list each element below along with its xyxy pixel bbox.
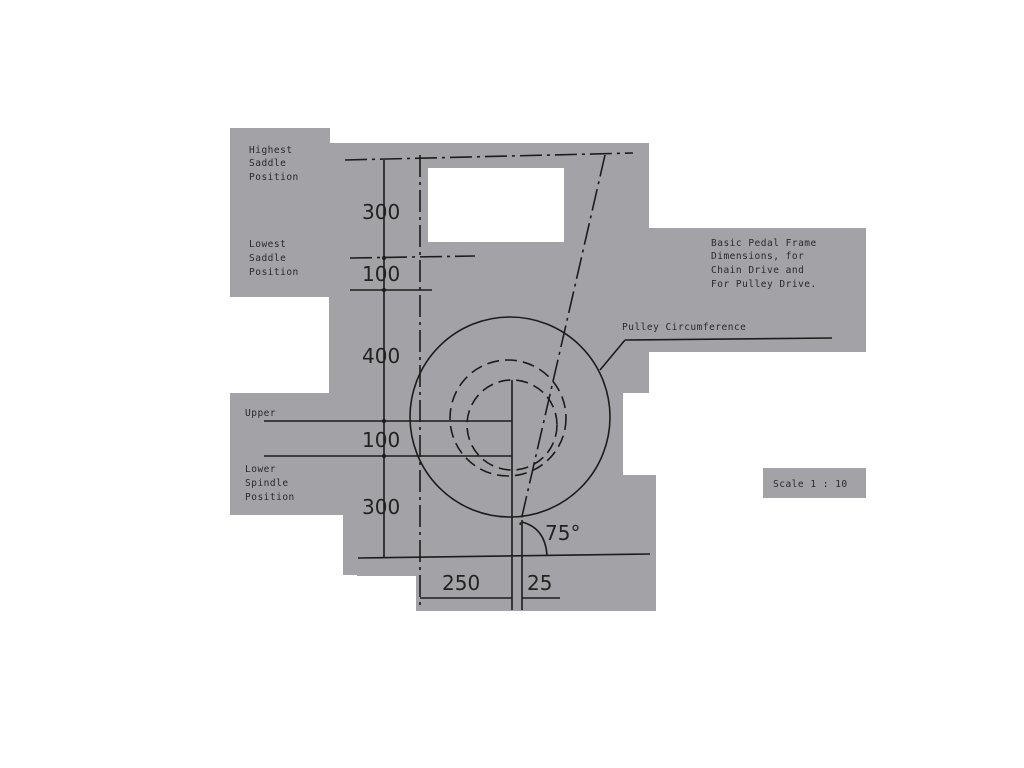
diagram-label: Scale 1 : 10 [773,479,848,490]
diagram-label: Lower [245,464,276,475]
diagram-label: 300 [362,200,400,224]
left-labels: Highest Saddle Position Lowest Saddle Po… [245,145,299,503]
diagram-label: 25 [527,571,552,595]
drawing-lines [264,152,833,610]
diagram-label: Position [249,267,299,278]
diagram-label: Upper [245,408,276,419]
diagram-label: Dimensions, for [711,251,804,262]
diagram-label: 75° [545,521,580,545]
diagram-label: 250 [442,571,480,595]
diagram-label: 100 [362,428,400,452]
diagram-label: Lowest [249,239,286,250]
diagram-label: 400 [362,344,400,368]
title-block: Basic Pedal Frame Dimensions, for Chain … [622,238,848,490]
diagram-label: Spindle [245,478,289,489]
diagram-label: Highest [249,145,293,156]
diagram-label: Position [245,492,295,503]
diagram-label: For Pulley Drive. [711,279,817,290]
diagram-label: 300 [362,495,400,519]
blank-patch [428,168,564,242]
diagram-label: Saddle [249,253,286,264]
diagram-label: Basic Pedal Frame [711,238,817,249]
diagram-label: Pulley Circumference [622,322,746,333]
dimension-values: 300 100 400 100 300 250 25 75° [362,200,580,595]
diagram-label: Saddle [249,158,286,169]
pulley-circle [409,316,611,518]
diagram-label: 100 [362,262,400,286]
diagram-label: Position [249,172,299,183]
diagram-label: Chain Drive and [711,265,804,276]
